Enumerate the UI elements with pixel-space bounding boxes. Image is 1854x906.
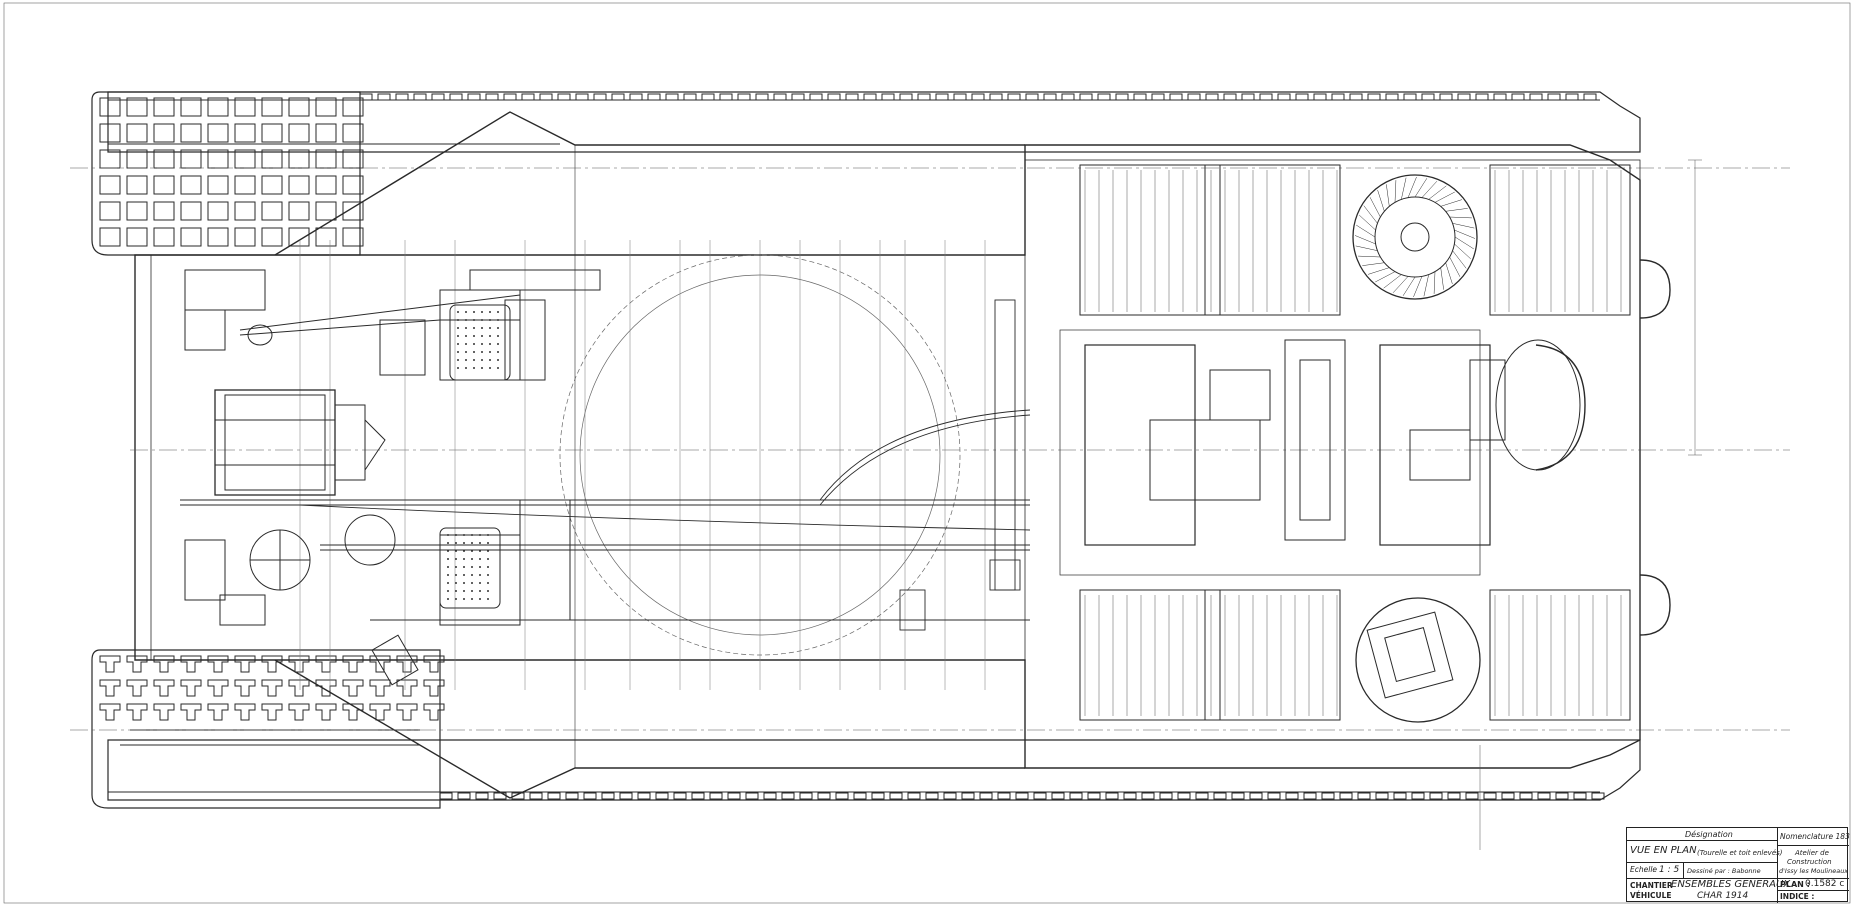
- workshop-line2: Construction: [1787, 858, 1832, 866]
- scale-label: Echelle: [1630, 865, 1658, 874]
- driver-compartment: [184, 269, 601, 686]
- workshop-line3: d'Issy les Moulineaux: [1779, 867, 1849, 875]
- chantier-label: CHANTIER: [1630, 881, 1673, 890]
- indice-label: INDICE :: [1780, 892, 1815, 901]
- main-title: ENSEMBLES GENERAUX: [1671, 879, 1791, 890]
- drive-shafts: [180, 299, 1031, 631]
- lower-track: [91, 649, 1641, 809]
- engine-bay: [1024, 159, 1641, 741]
- view-title: VUE EN PLAN: [1630, 845, 1697, 856]
- cooling-fans: [1352, 174, 1581, 723]
- vehicule-label: VÉHICULE: [1630, 891, 1672, 900]
- plan-number: 0.1582 c: [1805, 879, 1845, 889]
- view-note: (Tourelle et toit enlevés): [1697, 849, 1783, 857]
- seats: [439, 304, 511, 609]
- nomenclature: Nomenclature 183: [1780, 832, 1850, 841]
- drawn-by: Dessiné par : Babonne: [1687, 867, 1761, 875]
- vehicle-name: CHAR 1914: [1697, 891, 1749, 901]
- scale-value: 1 : 5: [1659, 865, 1680, 875]
- upper-track: [91, 91, 1641, 256]
- designation-header: Désignation: [1685, 830, 1733, 839]
- workshop-line1: Atelier de: [1795, 849, 1829, 857]
- title-block: Désignation VUE EN PLAN (Tourelle et toi…: [1626, 827, 1850, 903]
- plan-label: PLAN :: [1780, 880, 1810, 889]
